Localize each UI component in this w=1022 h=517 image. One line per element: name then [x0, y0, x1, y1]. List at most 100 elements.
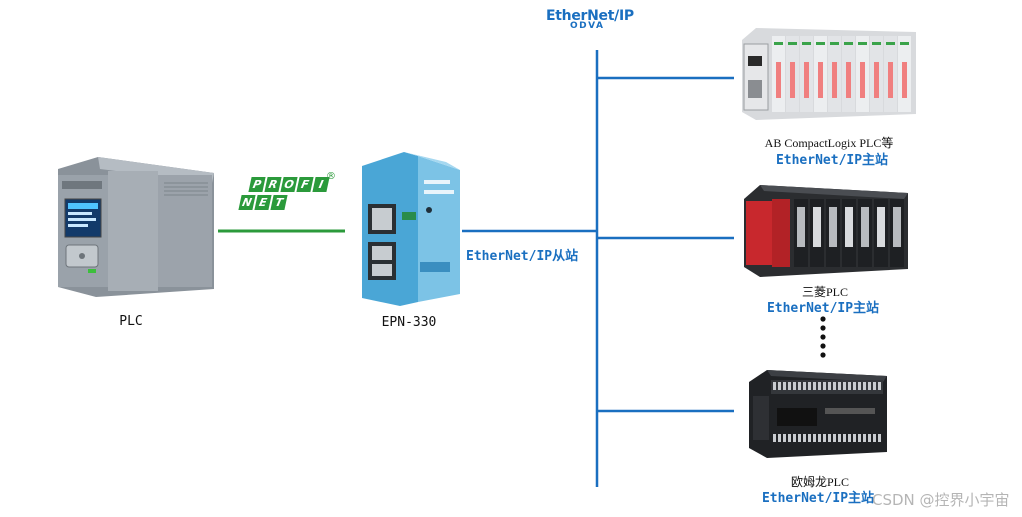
- status-led: [774, 42, 783, 45]
- terminal-pin: [808, 382, 811, 390]
- terminal-block: [845, 207, 853, 247]
- terminal-strip: [874, 62, 879, 98]
- terminal-pin: [833, 382, 836, 390]
- registered-mark: ®: [326, 171, 336, 182]
- terminal-pin: [853, 382, 856, 390]
- gateway-role-label: EtherNet/IP从站: [466, 249, 579, 264]
- terminal-block: [829, 207, 837, 247]
- status-led: [830, 42, 839, 45]
- status-led: [886, 42, 895, 45]
- terminal-pin: [833, 434, 836, 442]
- profinet-letter-tile: T: [270, 195, 288, 210]
- terminal-pin: [798, 434, 801, 442]
- terminal-pin: [823, 382, 826, 390]
- terminal-pin: [838, 382, 841, 390]
- terminal-block: [861, 207, 869, 247]
- status-led: [844, 42, 853, 45]
- profinet-letter-tile: R: [264, 177, 282, 192]
- terminal-pin: [783, 382, 786, 390]
- ethernet-ip-wordmark: EtherNet/IP: [546, 8, 634, 24]
- terminal-pin: [853, 434, 856, 442]
- terminal-strip: [818, 62, 823, 98]
- gateway-device-image: [362, 152, 460, 306]
- terminal-pin: [783, 434, 786, 442]
- terminal-pin: [838, 434, 841, 442]
- terminal-pin: [873, 382, 876, 390]
- profinet-letter-tile: O: [280, 177, 298, 192]
- terminal-pin: [878, 434, 881, 442]
- terminal-block: [893, 207, 901, 247]
- terminal-pin: [808, 434, 811, 442]
- status-led: [802, 42, 811, 45]
- status-led: [900, 42, 909, 45]
- terminal-pin: [843, 434, 846, 442]
- ellipsis-dots: [820, 316, 826, 358]
- terminal-pin: [818, 382, 821, 390]
- mitsubishi-plc-role: EtherNet/IP主站: [766, 301, 880, 316]
- omron-plc-image: [749, 370, 887, 458]
- plc-label: PLC: [119, 314, 143, 329]
- terminal-pin: [773, 434, 776, 442]
- terminal-strip: [902, 62, 907, 98]
- terminal-pin: [828, 382, 831, 390]
- terminal-pin: [773, 382, 776, 390]
- profinet-letter-tile: N: [238, 195, 256, 210]
- profinet-letter-tile: P: [248, 177, 266, 192]
- status-led: [816, 42, 825, 45]
- status-led: [858, 42, 867, 45]
- status-led: [872, 42, 881, 45]
- terminal-pin: [778, 382, 781, 390]
- gateway-label: EPN-330: [381, 315, 437, 330]
- plc-device-image: [58, 157, 214, 297]
- terminal-pin: [863, 382, 866, 390]
- ethernet-ip-logo: EtherNet/IP ODVA: [546, 8, 646, 34]
- terminal-pin: [778, 434, 781, 442]
- terminal-pin: [803, 382, 806, 390]
- terminal-pin: [843, 382, 846, 390]
- terminal-strip: [776, 62, 781, 98]
- terminal-strip: [804, 62, 809, 98]
- terminal-pin: [868, 434, 871, 442]
- terminal-pin: [823, 434, 826, 442]
- mitsubishi-plc-name: 三菱PLC: [801, 285, 849, 299]
- terminal-block: [813, 207, 821, 247]
- status-led: [788, 42, 797, 45]
- terminal-pin: [793, 382, 796, 390]
- terminal-pin: [848, 382, 851, 390]
- terminal-pin: [788, 434, 791, 442]
- terminal-pin: [858, 434, 861, 442]
- terminal-pin: [798, 382, 801, 390]
- terminal-pin: [828, 434, 831, 442]
- terminal-pin: [813, 382, 816, 390]
- terminal-strip: [846, 62, 851, 98]
- terminal-pin: [813, 434, 816, 442]
- terminal-pin: [788, 382, 791, 390]
- terminal-strip: [888, 62, 893, 98]
- terminal-strip: [860, 62, 865, 98]
- ab-compactlogix-image: [742, 28, 916, 120]
- profinet-letter-tile: E: [254, 195, 272, 210]
- terminal-pin: [863, 434, 866, 442]
- ab-plc-name: AB CompactLogix PLC等: [764, 136, 894, 150]
- omron-plc-role: EtherNet/IP主站: [761, 491, 875, 506]
- csdn-watermark: CSDN @控界小宇宙: [872, 491, 1010, 509]
- terminal-pin: [868, 382, 871, 390]
- terminal-pin: [793, 434, 796, 442]
- ab-plc-role: EtherNet/IP主站: [775, 153, 889, 168]
- terminal-strip: [790, 62, 795, 98]
- terminal-pin: [878, 382, 881, 390]
- terminal-pin: [803, 434, 806, 442]
- omron-plc-name: 欧姆龙PLC: [790, 475, 850, 489]
- terminal-pin: [873, 434, 876, 442]
- profinet-letter-tile: F: [296, 177, 314, 192]
- terminal-strip: [832, 62, 837, 98]
- terminal-block: [797, 207, 805, 247]
- terminal-pin: [818, 434, 821, 442]
- terminal-pin: [858, 382, 861, 390]
- mitsubishi-plc-image: [744, 185, 908, 277]
- terminal-block: [877, 207, 885, 247]
